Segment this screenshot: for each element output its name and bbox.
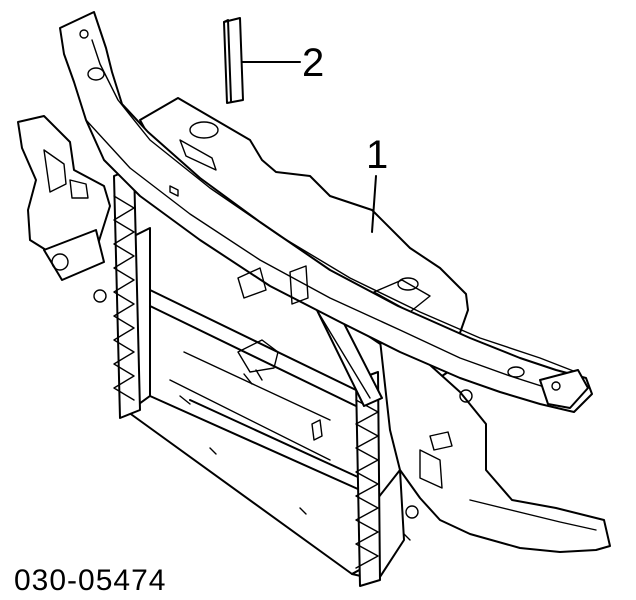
- leader-line-1: [371, 175, 377, 233]
- diagram-code: 030-05474: [14, 564, 166, 597]
- callout-1: 1: [366, 133, 388, 177]
- callout-2: 2: [302, 41, 324, 85]
- part-2-seal-strip: [223, 17, 244, 104]
- part-1-radiator-support: [17, 11, 611, 587]
